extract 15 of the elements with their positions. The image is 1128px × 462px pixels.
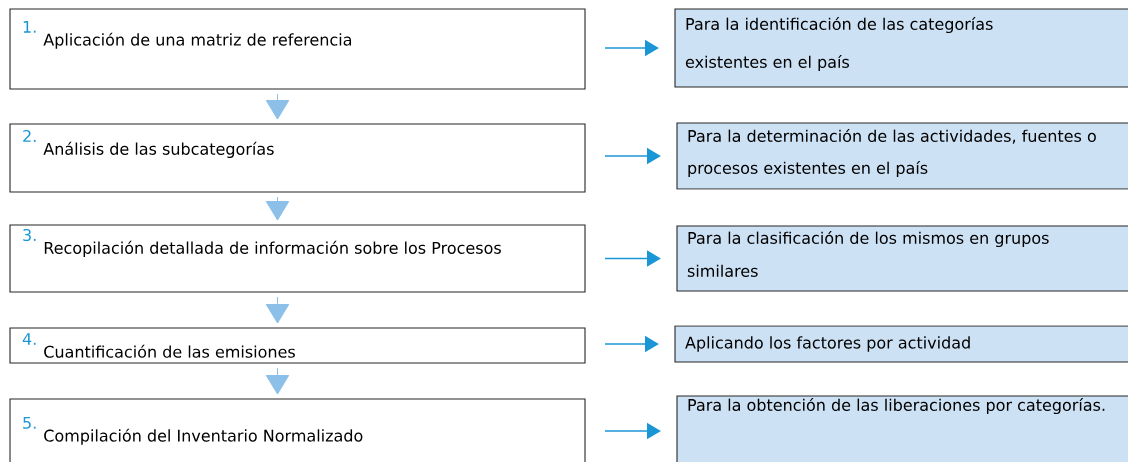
arrow xyxy=(265,196,290,221)
step-box: 5. Compilación del Inventario Normalizado xyxy=(9,398,586,462)
result-box: Aplicando los factores por actividad xyxy=(674,325,1128,363)
arrow xyxy=(265,367,290,395)
step-box: 1. Aplicación de una matriz de referencia xyxy=(9,8,586,90)
arrow xyxy=(265,296,290,324)
arrow xyxy=(265,93,290,120)
result-box: Para la obtención de las liberaciones por categorías. xyxy=(676,395,1128,462)
step-box: 2. Análisis de las subcategorías xyxy=(9,123,586,193)
result-box: Para la determinación de las actividades, fuentes o procesos existentes en el país xyxy=(676,122,1128,190)
step-box: 4. Cuantificación de las emisiones xyxy=(9,327,586,364)
arrow xyxy=(604,250,661,267)
result-box: Para la identificación de las categorías existentes en el país xyxy=(674,8,1128,88)
step-box: 3. Recopilación detallada de información sobre los Procesos xyxy=(9,224,586,293)
result-box: Para la clasificación de los mismos en grupos similares xyxy=(676,225,1128,292)
